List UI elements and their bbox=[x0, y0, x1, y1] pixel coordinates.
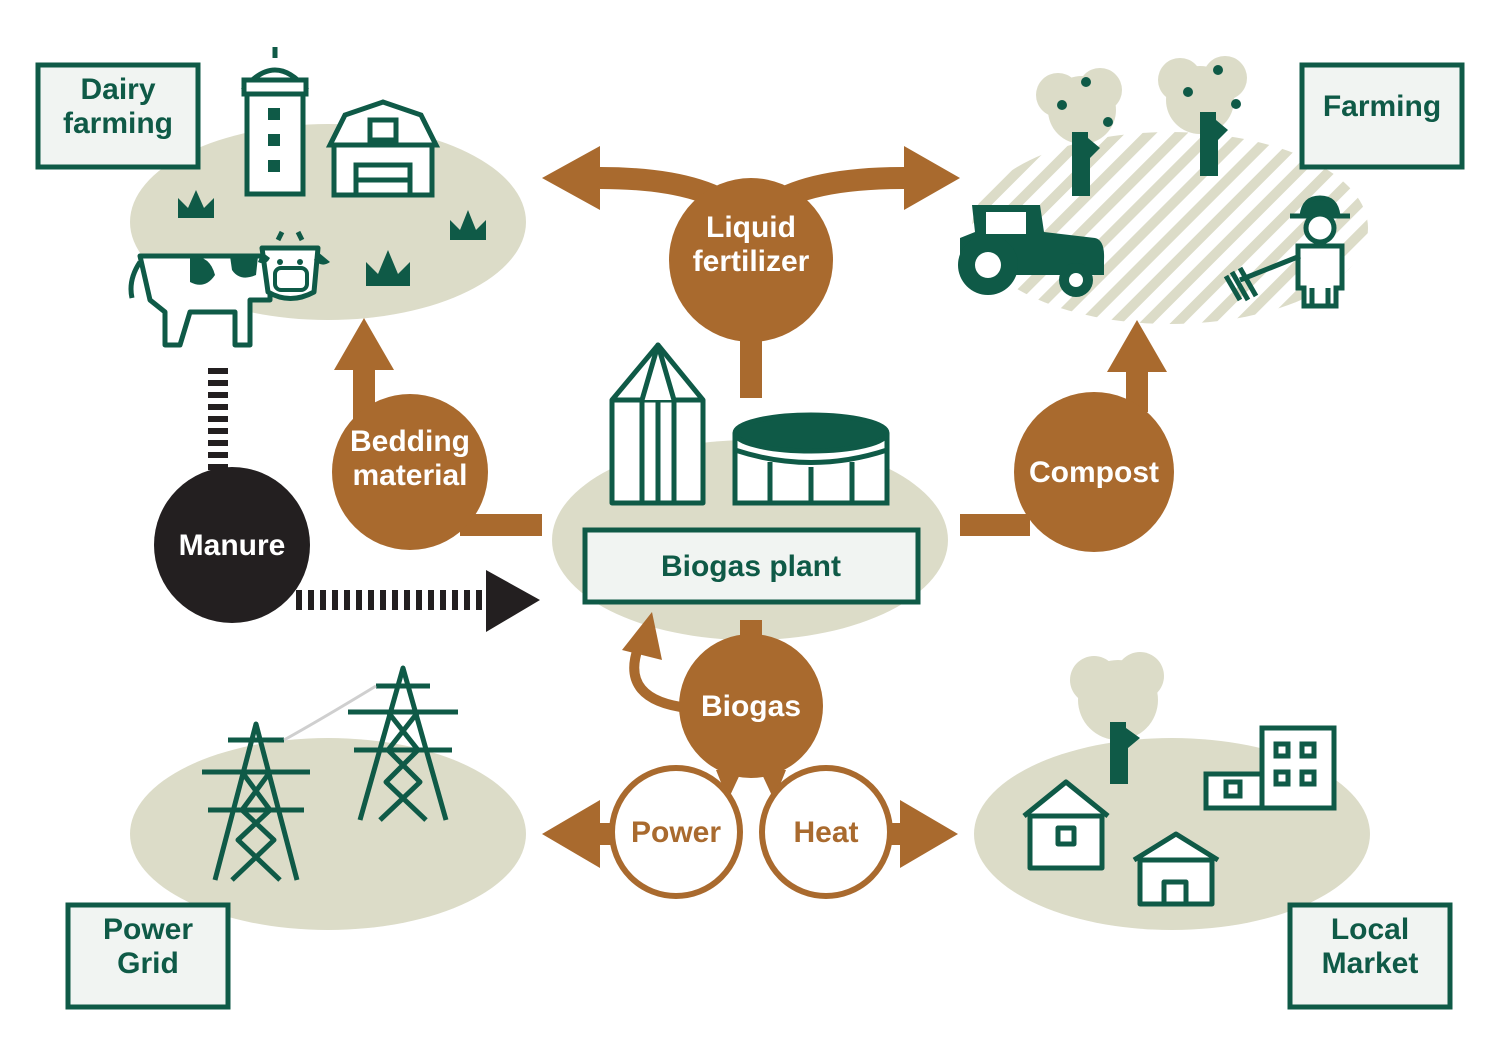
biogas-loop-arrowhead bbox=[622, 612, 662, 660]
heat-arrowhead bbox=[900, 800, 958, 868]
power-grid-area-ellipse bbox=[130, 738, 526, 930]
manure-node: Manure bbox=[154, 467, 310, 623]
biogas-plant-label: Biogas plant bbox=[661, 550, 841, 583]
bedding-arrowhead bbox=[334, 318, 394, 370]
biogas-plant-box: Biogas plant bbox=[582, 527, 921, 605]
bedding-connector bbox=[460, 514, 542, 536]
compost-node: Compost bbox=[1014, 392, 1174, 552]
compost-connector bbox=[960, 514, 1030, 536]
compost-arrow-shaft bbox=[1126, 362, 1148, 412]
house-icon bbox=[1022, 779, 1220, 907]
biogas-loop-arrow bbox=[629, 646, 689, 713]
fertilizer-arrowhead-right bbox=[904, 146, 960, 210]
silo-icon bbox=[241, 47, 309, 197]
power-arrowhead bbox=[542, 800, 600, 868]
grass-icon bbox=[178, 190, 486, 286]
power-node: Power bbox=[609, 765, 743, 899]
market-tree-icon bbox=[1070, 652, 1164, 784]
tractor-icon bbox=[958, 205, 1105, 297]
manure-arrowhead bbox=[486, 570, 540, 632]
barn-icon bbox=[325, 99, 441, 198]
heat-label: Heat bbox=[793, 816, 858, 849]
tank-icon bbox=[732, 412, 890, 506]
farming-label: Farming bbox=[1323, 90, 1441, 123]
pylon-icon bbox=[202, 665, 458, 882]
compost-label: Compost bbox=[1029, 456, 1159, 489]
biogas-node: Biogas bbox=[679, 634, 823, 778]
power-label: Power bbox=[631, 816, 721, 849]
farmer-icon bbox=[1223, 195, 1350, 309]
fertilizer-arrowhead-left bbox=[542, 146, 600, 210]
heat-node: Heat bbox=[759, 765, 893, 899]
digester-icon bbox=[609, 342, 706, 506]
manure-label: Manure bbox=[179, 529, 286, 562]
farming-box: Farming bbox=[1299, 62, 1465, 170]
bedding-arrow-shaft bbox=[353, 360, 375, 420]
building-icon bbox=[1203, 725, 1337, 811]
cow-icon bbox=[128, 230, 330, 348]
power-arrow-shaft bbox=[594, 823, 614, 845]
biogas-label: Biogas bbox=[701, 690, 801, 723]
tree-icon bbox=[1036, 56, 1247, 196]
compost-arrowhead bbox=[1107, 320, 1167, 372]
power-line bbox=[283, 684, 377, 742]
